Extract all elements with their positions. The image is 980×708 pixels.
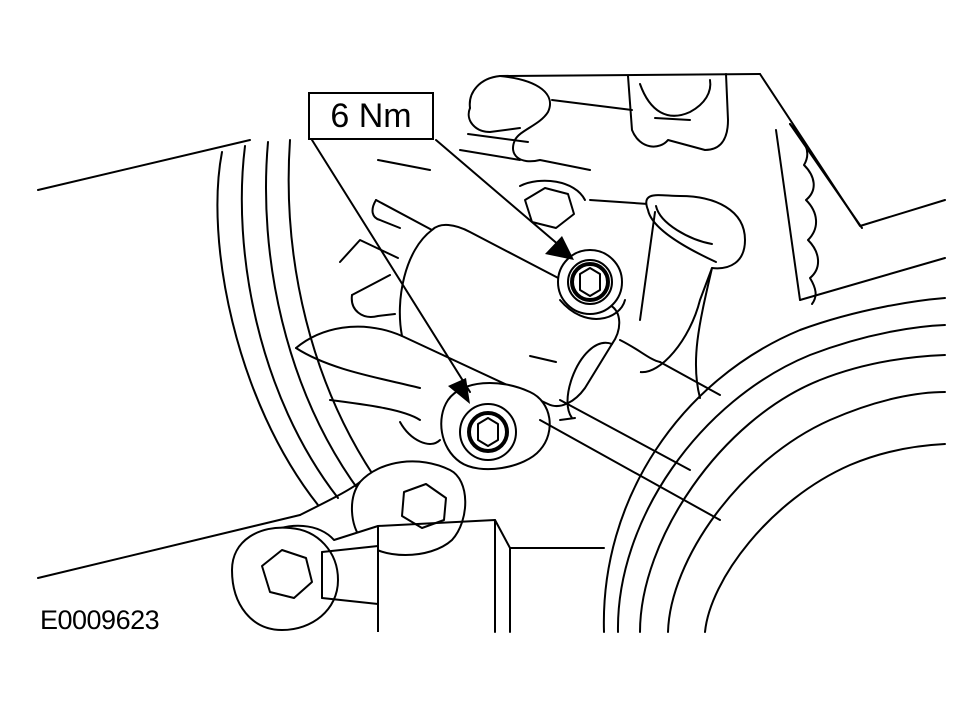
hose-elbow (589, 194, 746, 399)
connector-bracket (295, 325, 441, 445)
engine-block-outline (377, 73, 946, 305)
bottom-bracket (231, 481, 605, 633)
intake-tube (37, 139, 383, 579)
upper-mounting-boss (557, 249, 626, 320)
torque-callout-label: 6 Nm (308, 92, 434, 140)
lower-mounting-boss (440, 382, 551, 471)
lower-bolt-arrow-icon (448, 378, 470, 404)
upper-bolt-arrow-icon (545, 236, 574, 260)
figure-id-label: E0009623 (40, 605, 160, 635)
torque-leader-lines (311, 139, 561, 393)
pulley-housing (539, 297, 946, 633)
lower-hex-nut (350, 460, 467, 556)
